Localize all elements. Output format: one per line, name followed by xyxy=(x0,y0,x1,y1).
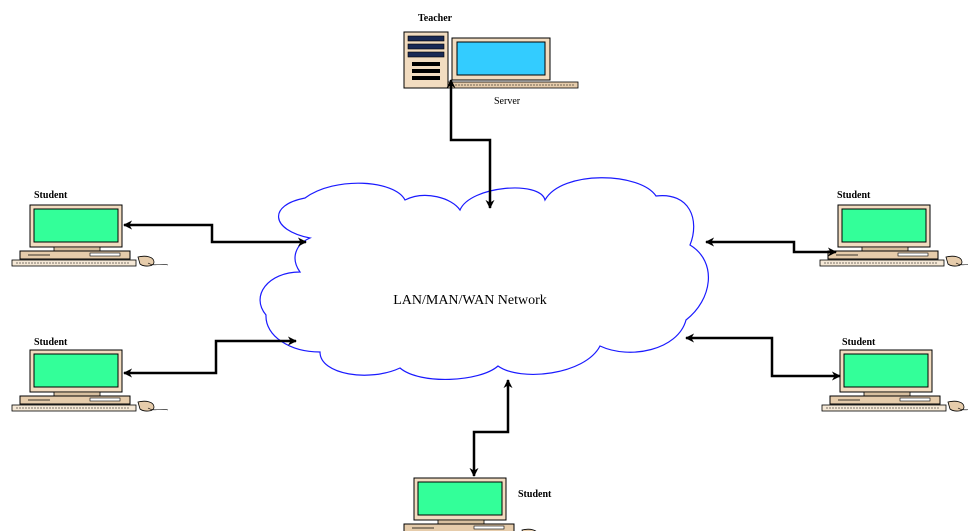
network-label: LAN/MAN/WAN Network xyxy=(393,293,547,308)
student-computer-bottom-right: Student xyxy=(821,337,968,412)
student-label: Student xyxy=(34,190,68,201)
student-label: Student xyxy=(837,190,871,201)
connector-student-top-left xyxy=(123,220,307,247)
student-computer-bottom-center: Student xyxy=(395,477,553,531)
desktop-computer-icon xyxy=(11,349,169,412)
student-label: Student xyxy=(34,337,68,348)
student-label: Student xyxy=(518,489,552,500)
connector-student-bottom-center xyxy=(469,379,513,477)
desktop-computer-icon xyxy=(395,477,553,531)
student-computer-top-left: Student xyxy=(11,190,169,267)
student-computer-bottom-left: Student xyxy=(11,337,169,412)
connector-student-bottom-left xyxy=(123,336,297,378)
network-cloud xyxy=(259,177,710,381)
desktop-computer-icon xyxy=(819,204,968,267)
connector-student-top-right xyxy=(705,237,837,257)
student-computer-top-right: Student xyxy=(819,190,968,267)
server-computer-icon xyxy=(403,31,579,89)
connector-student-bottom-right xyxy=(685,333,841,381)
server-label: Server xyxy=(494,96,521,107)
teacher-label: Teacher xyxy=(418,13,453,24)
desktop-computer-icon xyxy=(821,349,968,412)
student-label: Student xyxy=(842,337,876,348)
connector-teacher xyxy=(446,79,495,209)
desktop-computer-icon xyxy=(11,204,169,267)
